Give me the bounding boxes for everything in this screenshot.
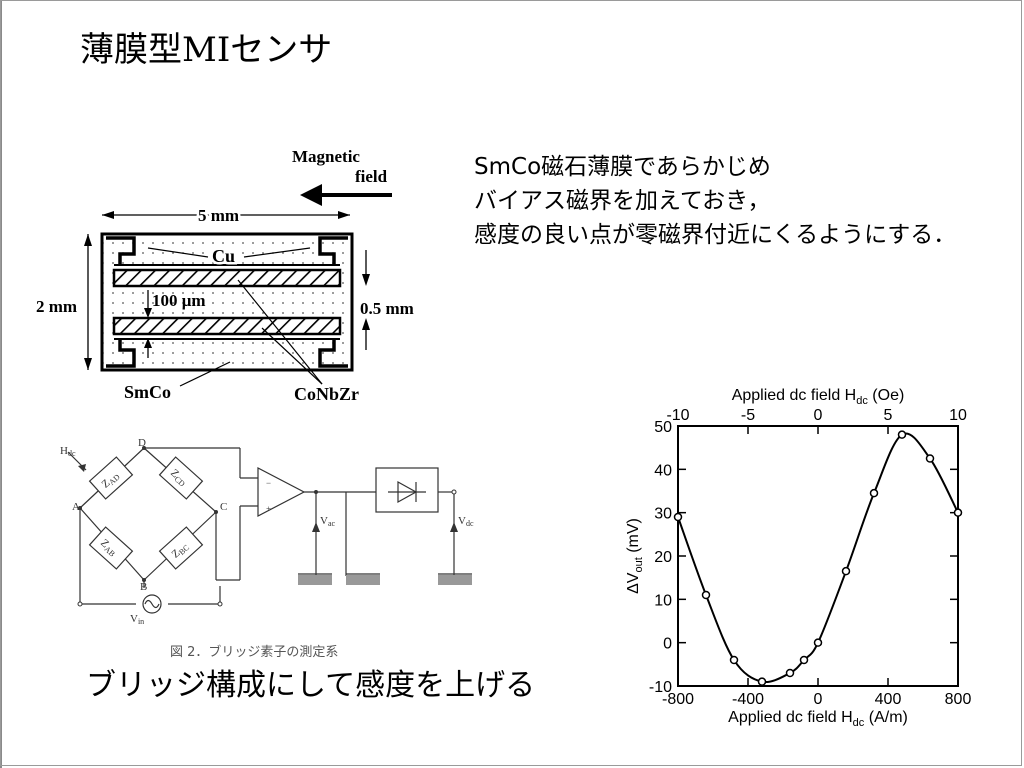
chart-y-axis-label: ΔVout (mV) — [625, 518, 645, 594]
chart-top-tick-label: 10 — [949, 407, 967, 424]
chart-y-tick-label: 0 — [663, 636, 672, 653]
bridge-circuit-diagram: A D C B Hdc ZAD ZCD ZAB ZBC Vin Vac Vdc … — [60, 437, 474, 660]
chart-top-tick-label: -5 — [741, 407, 755, 424]
magnetic-field-label-1: Magnetic — [292, 147, 360, 166]
node-c: C — [220, 501, 227, 513]
conbzr-label: CoNbZr — [294, 384, 359, 404]
slide-title: 薄膜型MIセンサ — [80, 30, 333, 70]
chart-data-point — [897, 430, 907, 439]
chart-y-tick-label: 40 — [654, 462, 672, 479]
node-a: A — [72, 501, 80, 513]
chart-top-tick-label: -10 — [666, 407, 689, 424]
gap-label: 0.5 mm — [360, 299, 414, 318]
description-line-1: SmCo磁石薄膜であらかじめ — [474, 154, 771, 180]
width-label: 5 mm — [198, 206, 239, 225]
chart-y-tick-label: 10 — [654, 592, 672, 609]
chart-data-point — [673, 512, 683, 522]
chart-x-tick-label: -800 — [662, 691, 694, 708]
node-b: B — [140, 581, 147, 593]
description-line-2: バイアス磁界を加えておき， — [474, 188, 771, 214]
chart-plot-frame — [677, 425, 959, 687]
description: SmCo磁石薄膜であらかじめ バイアス磁界を加えておき， 感度の良い点が零磁界付… — [474, 150, 956, 252]
chart-x-tick-label: -400 — [732, 691, 764, 708]
chart-y-tick-label: 50 — [654, 419, 672, 436]
node-d: D — [138, 437, 146, 449]
chart-top-tick-label: 0 — [814, 407, 823, 424]
vac-label: Vac — [320, 515, 336, 528]
chart-data-point — [799, 655, 809, 665]
thickness-label: 100 μm — [152, 291, 206, 310]
chart-data-point — [813, 638, 823, 647]
chart-data-point — [841, 566, 851, 576]
conbzr-film-top — [112, 268, 342, 288]
slide-left-edge — [0, 0, 2, 768]
vin-label: Vin — [130, 613, 144, 626]
chart-data-point — [701, 590, 711, 600]
chart-data-point — [953, 508, 963, 517]
description-line-3: 感度の良い点が零磁界付近にくるようにする． — [474, 222, 957, 248]
chart-data-point — [869, 488, 879, 498]
magnetic-field-label-2: field — [355, 167, 388, 186]
chart-y-tick-label: 30 — [654, 506, 672, 523]
svg-text:+: + — [266, 504, 271, 514]
vdc-label: Vdc — [458, 515, 474, 528]
chart-top-axis-label: Applied dc field Hdc (Oe) — [732, 387, 905, 407]
chart-x-tick-label: 0 — [814, 691, 823, 708]
chart-top-tick-label: 5 — [884, 407, 893, 424]
chart-x-tick-label: 400 — [875, 691, 902, 708]
cu-label: Cu — [212, 246, 235, 266]
bridge-caption: ブリッジ構成にして感度を上げる — [86, 668, 536, 703]
chart-x-axis-label: Applied dc field Hdc (A/m) — [728, 709, 908, 729]
height-label: 2 mm — [36, 297, 77, 316]
figure-caption: 図 2．ブリッジ素子の測定系 — [170, 644, 338, 660]
magnetic-field-arrowhead — [300, 184, 322, 206]
svg-text:−: − — [266, 478, 271, 488]
hdc-label: Hdc — [60, 445, 76, 458]
sensor-body — [100, 232, 354, 372]
output-voltage-chart: -10 -5 0 5 10 -800 -400 0 400 800 50 40 30 20 10 0 -10… — [625, 387, 972, 729]
conbzr-film-bottom — [112, 316, 342, 336]
chart-data-point — [729, 655, 739, 665]
chart-x-tick-label: 800 — [945, 691, 972, 708]
chart-data-point — [925, 454, 935, 463]
chart-data-point — [757, 677, 767, 686]
chart-data-point — [785, 668, 795, 678]
chart-y-tick-label: -10 — [649, 679, 672, 696]
smco-label: SmCo — [124, 382, 171, 402]
sensor-diagram: Magnetic field 5 mm Cu 2 mm 0.5 mm 100 μ… — [36, 147, 414, 404]
chart-y-tick-label: 20 — [654, 549, 672, 566]
